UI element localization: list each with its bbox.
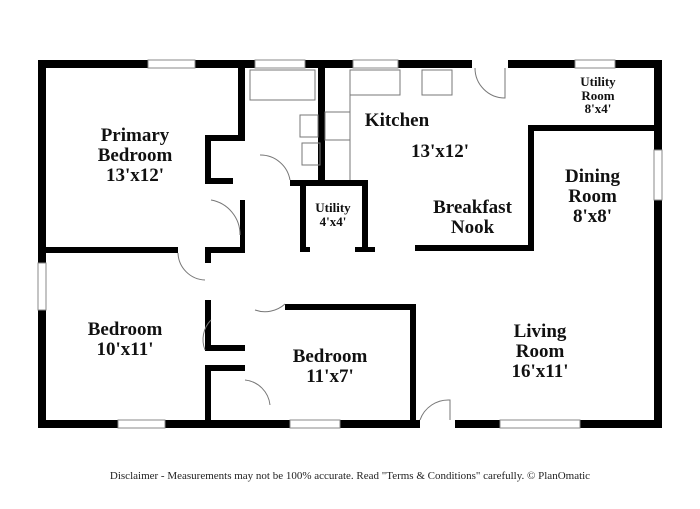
fixtures [177,67,506,421]
room-size: 8'x4' [584,101,612,117]
room-size: 16'x11' [511,360,569,382]
room-name: Breakfast [433,197,512,218]
water-heater [421,69,453,96]
room-utility-room: Utility Room 8'x4' [558,75,638,116]
room-name: Utility [580,74,616,89]
room-name: Kitchen [364,110,430,131]
room-size: 13'x12' [105,164,165,186]
room-dining: Dining Room 8'x8' [540,167,645,227]
room-name: Utility [315,200,351,215]
room-primary-bedroom: Primary Bedroom 13'x12' [70,126,200,186]
room-name: Bedroom [87,319,163,340]
toilet [299,114,319,138]
room-breakfast-nook: Breakfast Nook [415,198,530,238]
bathtub [249,69,316,101]
stove [324,111,351,141]
bath-sink [301,142,321,166]
room-kitchen: Kitchen [352,111,442,131]
room-name: Bedroom [97,144,173,166]
walls [38,60,662,428]
room-size: 13'x12' [410,141,470,162]
room-name: Living [513,321,567,342]
windows [37,59,663,429]
room-utility: Utility 4'x4' [304,201,362,228]
room-size: 8'x8' [572,205,613,227]
hall-door [210,199,241,236]
room-name: Dining [565,166,620,187]
room-bedroom-1: Bedroom 10'x11' [70,320,180,360]
room-living: Living Room 16'x11' [485,322,595,382]
room-size: 10'x11' [96,338,154,360]
room-name: Bedroom [292,346,368,367]
bath-door [259,154,291,181]
room-name: Primary [100,125,170,146]
room-size: 11'x7' [306,365,354,387]
front-door [419,399,451,421]
kitchen-sink [349,69,401,96]
room-name: Nook [450,216,495,238]
room-name: Room [581,87,615,103]
disclaimer: Disclaimer - Measurements may not be 100… [109,470,591,482]
room-bedroom-2: Bedroom 11'x7' [270,347,390,387]
entry-door [474,67,506,99]
room-name: Room [515,340,565,362]
room-size: 4'x4' [319,213,347,229]
room-name: Room [568,185,617,207]
